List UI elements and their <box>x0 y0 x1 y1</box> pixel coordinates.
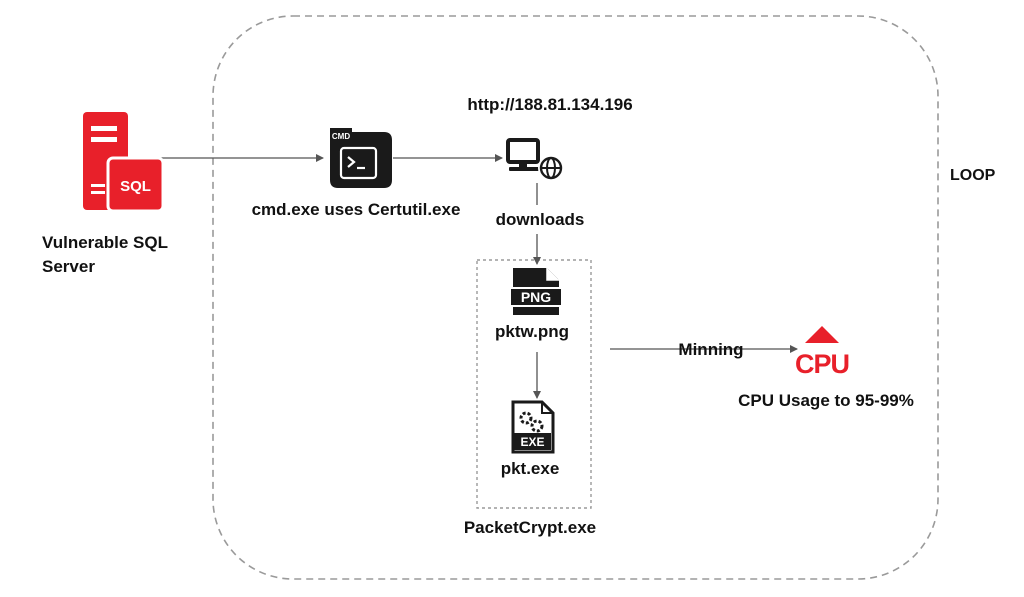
cpu-badge-text: CPU <box>795 349 849 379</box>
loop-label: LOOP <box>950 167 996 184</box>
web-download-icon <box>506 138 564 181</box>
downloads-label: downloads <box>495 210 585 229</box>
server-label-line2: Server <box>42 257 95 276</box>
png-file-label: pktw.png <box>495 322 569 341</box>
server-label: Vulnerable SQL Server <box>42 231 168 279</box>
sql-badge-text: SQL <box>120 178 151 195</box>
exe-file-icon: EXE <box>511 400 555 454</box>
loop-boundary <box>212 15 939 580</box>
mining-label: Minning <box>678 340 744 359</box>
server-label-line1: Vulnerable SQL <box>42 233 168 252</box>
url-label: http://188.81.134.196 <box>467 95 633 114</box>
png-file-icon: PNG <box>509 268 563 315</box>
png-badge-text: PNG <box>521 289 551 305</box>
exe-file-label: pkt.exe <box>500 459 560 478</box>
cmd-terminal-icon: CMD <box>330 128 392 188</box>
packetcrypt-label: PacketCrypt.exe <box>463 518 597 537</box>
exe-badge-text: EXE <box>520 435 544 449</box>
cpu-usage-label: CPU Usage to 95-99% <box>738 391 914 410</box>
cmd-badge-text: CMD <box>332 132 350 141</box>
cpu-icon: CPU <box>795 326 850 379</box>
sql-server-icon: SQL <box>83 112 165 213</box>
cmd-label: cmd.exe uses Certutil.exe <box>251 200 461 219</box>
